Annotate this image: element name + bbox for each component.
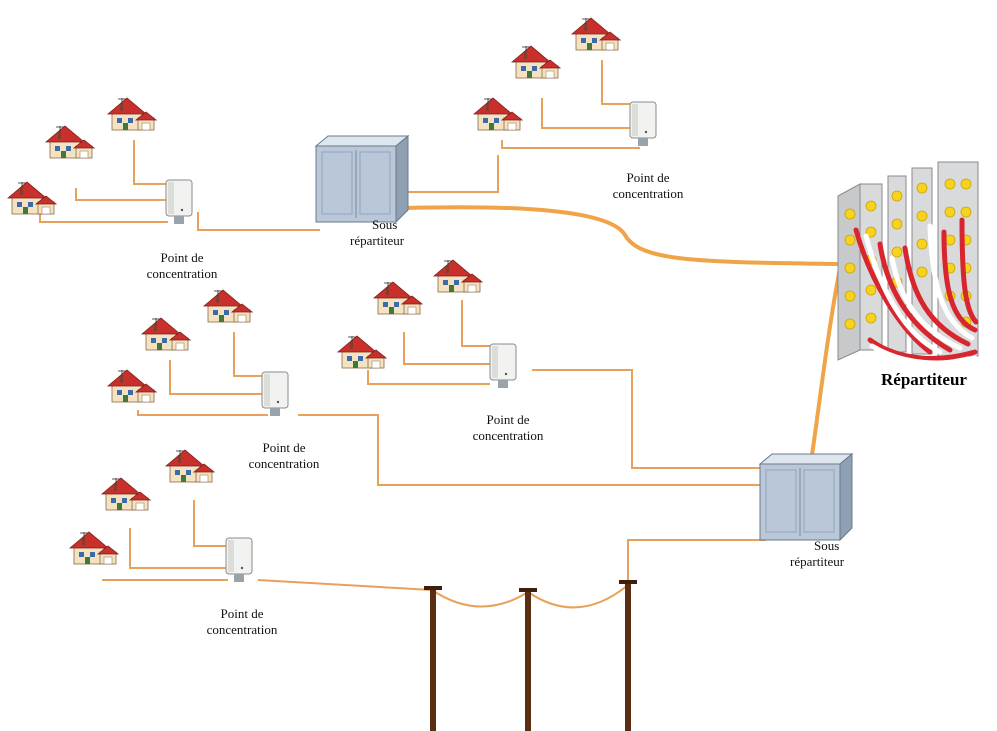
concentration-point-label: Point de	[263, 440, 306, 455]
house-icon	[203, 289, 253, 323]
cabinet-icon	[759, 453, 853, 541]
concentration-point-label: Point de	[487, 412, 530, 427]
aerial-span	[431, 589, 529, 608]
trunk-cable-top	[403, 205, 842, 266]
feeder-line	[298, 414, 762, 486]
house-icon	[571, 17, 621, 51]
drop-line	[137, 410, 268, 416]
drop-line	[193, 500, 228, 547]
concentration-box-icon	[629, 101, 657, 147]
concentration-point-label: concentration	[147, 266, 218, 281]
concentration-point-label: concentration	[249, 456, 320, 471]
house-icon	[165, 449, 215, 483]
sub-distributor-label: Sous	[814, 538, 839, 553]
concentration-box-icon	[261, 371, 289, 417]
concentration-point-label: concentration	[613, 186, 684, 201]
house-icon	[337, 335, 387, 369]
drop-line	[129, 528, 228, 569]
drop-line	[169, 360, 262, 395]
trunk-cables	[403, 205, 842, 457]
distribution-frame-icon	[837, 161, 979, 366]
pole-icon	[619, 580, 637, 731]
concentration-point-label: concentration	[473, 428, 544, 443]
drop-line	[601, 60, 640, 105]
drop-line	[39, 210, 168, 223]
drop-line	[133, 140, 168, 185]
house-icon	[107, 97, 157, 131]
labels: Point de concentration Point de concentr…	[147, 170, 968, 637]
aerial-span	[527, 584, 629, 609]
concentration-box-icon	[165, 179, 193, 225]
house-icon	[7, 181, 57, 215]
drop-line	[461, 300, 492, 347]
concentration-points	[165, 101, 657, 583]
house-icon	[107, 369, 157, 403]
house-icon	[373, 281, 423, 315]
sub-distributor-label: répartiteur	[350, 233, 405, 248]
drop-line	[367, 370, 490, 385]
house-icon	[45, 125, 95, 159]
drop-line	[403, 332, 490, 365]
trunk-cable-bottom	[810, 266, 842, 457]
drop-line	[501, 140, 640, 149]
sub-distributor-label: Sous	[372, 217, 397, 232]
house-icon	[473, 97, 523, 131]
concentration-box-icon	[489, 343, 517, 389]
house-icon	[101, 477, 151, 511]
concentration-point-label: Point de	[161, 250, 204, 265]
feeder-line	[197, 212, 320, 231]
house-icon	[511, 45, 561, 79]
drop-line	[233, 332, 268, 377]
feeder-line	[405, 155, 499, 193]
drop-line	[75, 188, 168, 201]
drop-line	[541, 98, 634, 129]
houses	[7, 17, 621, 565]
house-icon	[433, 259, 483, 293]
concentration-point-label: Point de	[221, 606, 264, 621]
feeder-line	[257, 579, 433, 591]
house-icon	[69, 531, 119, 565]
cabinet-icon	[315, 135, 409, 223]
concentration-box-icon	[225, 537, 253, 583]
feeder-line	[532, 369, 762, 469]
pole-icon	[424, 586, 442, 731]
concentration-point-label: concentration	[207, 622, 278, 637]
cables	[39, 60, 766, 609]
concentration-point-label: Point de	[627, 170, 670, 185]
poles	[424, 580, 637, 731]
distributor-label: Répartiteur	[881, 370, 967, 389]
sub-distributor-label: répartiteur	[790, 554, 845, 569]
pole-icon	[519, 588, 537, 731]
house-icon	[141, 317, 191, 351]
sub-to-pole-line	[627, 539, 766, 585]
